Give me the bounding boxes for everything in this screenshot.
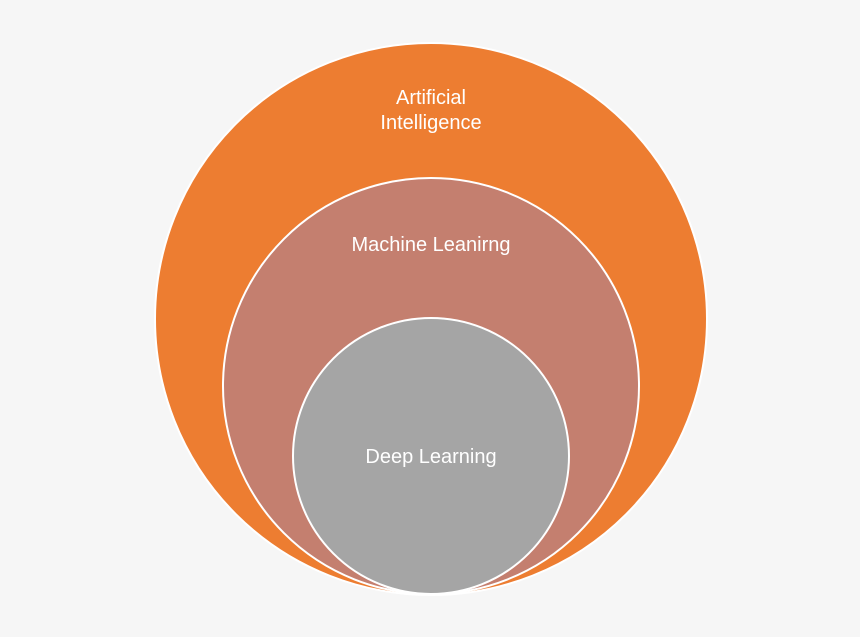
ai-label-line-1: Artificial <box>396 87 466 109</box>
dl-label: Deep Learning <box>365 446 496 468</box>
ai-label-line-2: Intelligence <box>380 112 481 134</box>
ml-label: Machine Leanirng <box>352 234 511 256</box>
dl-circle <box>292 317 570 595</box>
